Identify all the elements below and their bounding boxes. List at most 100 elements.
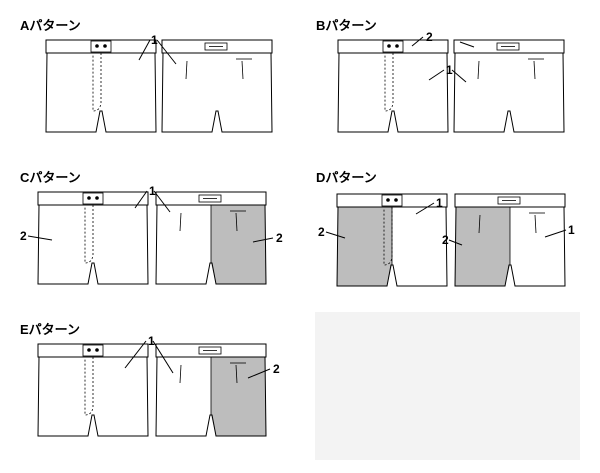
pattern-d-back-left-leg [455,207,510,286]
pattern-e-back-pocket-dart [235,364,238,384]
pattern-c-back-brand-tag [198,194,222,203]
pattern-b-leader-line [428,69,445,81]
pattern-a-front-waistband [45,39,157,54]
pattern-e-title: Eパターン [20,322,80,337]
pattern-d-front-button [394,198,398,202]
pattern-d-fabric-number: 1 [436,196,443,210]
pattern-d-fabric-number: 2 [318,225,325,239]
pattern-e-front-button-tab [82,344,104,357]
pattern-c-leader-line [134,190,148,209]
pattern-e-front-button [87,348,91,352]
pattern-e-front-waistband [37,343,149,358]
pattern-d-fabric-number: 1 [568,223,575,237]
pattern-d-leader-line [544,229,567,238]
pattern-c-back-right-leg [211,205,266,284]
pattern-e-fabric-number: 2 [273,362,280,376]
pattern-d-back-right-leg [510,207,565,286]
pattern-d-back [454,193,566,287]
pattern-e-front-button [95,348,99,352]
pattern-c-back-waistband [155,191,267,206]
pattern-e-fabric-number: 1 [148,334,155,348]
pattern-d-back-outline [454,206,566,287]
pattern-b-front-button-tab [382,40,404,53]
pattern-c-front-waistband [37,191,149,206]
pattern-e-back [155,343,267,437]
pattern-d-back-pocket-dart [534,214,537,234]
pattern-b: Bパターン 21 [316,18,565,133]
pattern-a-front [45,39,157,133]
pattern-d-front-button-tab [381,194,403,207]
pattern-d-fabric-number: 2 [442,233,449,247]
pattern-a-back-pocket-dart [185,60,188,80]
pattern-c-back-outline [155,204,267,285]
pattern-c-fabric-number: 1 [149,184,156,198]
pattern-b-leader-line [411,36,424,47]
pattern-b-fabric-number: 2 [426,30,433,44]
pattern-a-labels: 1 [138,33,177,65]
pattern-b-back-pocket-dart [477,60,480,80]
pattern-c-front-fly-stitch [84,205,94,264]
pattern-b-front [337,39,449,133]
pattern-d-front-button [386,198,390,202]
pattern-e-leader-line [247,368,271,379]
pattern-b-leader-line [459,41,475,48]
pattern-d-front-fly-stitch [383,207,393,266]
pattern-a-front-button [103,44,107,48]
pattern-d-labels: 1 2 2 1 [318,196,575,247]
pattern-e-front-fly-stitch [84,357,94,416]
pattern-e-leader-line [152,340,174,374]
pattern-c-front-body [37,204,149,285]
pattern-e-front [37,343,149,437]
pattern-c-front-button-tab [82,192,104,205]
pattern-d-leader-line [415,202,435,215]
pattern-e-back-brand-tag [198,346,222,355]
pattern-c-front [37,191,149,285]
pattern-a-title: Aパターン [20,18,81,33]
pattern-b-front-button [387,44,391,48]
pattern-e-back-right-leg [211,357,266,436]
pattern-a-leader-line [156,39,177,65]
pattern-d-back-brand-tag [497,196,521,205]
pattern-a-front-button-tab [90,40,112,53]
pattern-d-front-left-leg [337,207,392,286]
pattern-c-back-left-leg [156,205,211,284]
pattern-a-back [161,39,273,133]
pattern-b-front-body [337,52,449,133]
pattern-c-leader-line [252,237,274,243]
pattern-d-leader-line [448,239,463,246]
pattern-e-back-left-leg [156,357,211,436]
pattern-b-front-fly-stitch [384,53,394,112]
pattern-e-front-body [37,356,149,437]
pattern-c-leader-line [153,190,171,213]
pattern-c-front-button [95,196,99,200]
pattern-a-fabric-number: 1 [151,33,158,47]
pattern-d-title: Dパターン [316,170,377,185]
pattern-d-front-outline [336,206,448,287]
pattern-b-back-waistband [453,39,565,54]
pattern-c-leader-line [27,235,53,241]
pattern-b-title: Bパターン [316,18,377,33]
pattern-a-front-body [45,52,157,133]
empty-panel [315,312,580,460]
pattern-b-front-button [395,44,399,48]
pattern-d-back-pocket-dart [478,214,481,234]
pattern-a-back-brand-tag [204,42,228,51]
pattern-e: Eパターン 1 2 [20,322,280,437]
pattern-e-back-outline [155,356,267,437]
pattern-d-front-right-leg [392,207,447,286]
pattern-e-back-waistband [155,343,267,358]
pattern-c-back [155,191,267,285]
pattern-d-back-waistband [454,193,566,208]
pattern-a-front-fly-stitch [92,53,102,112]
pattern-b-back [453,39,565,133]
pattern-a-back-pocket-dart [241,60,244,80]
pattern-c-title: Cパターン [20,170,81,185]
pattern-c-back-pocket-dart [235,212,238,232]
pattern-d-leader-line [325,231,346,239]
pattern-b-fabric-number: 1 [446,63,453,77]
pattern-b-labels: 21 [411,30,475,83]
pattern-c-back-pocket-dart [179,212,182,232]
pattern-b-back-pocket-dart [533,60,536,80]
pattern-b-back-body [453,52,565,133]
